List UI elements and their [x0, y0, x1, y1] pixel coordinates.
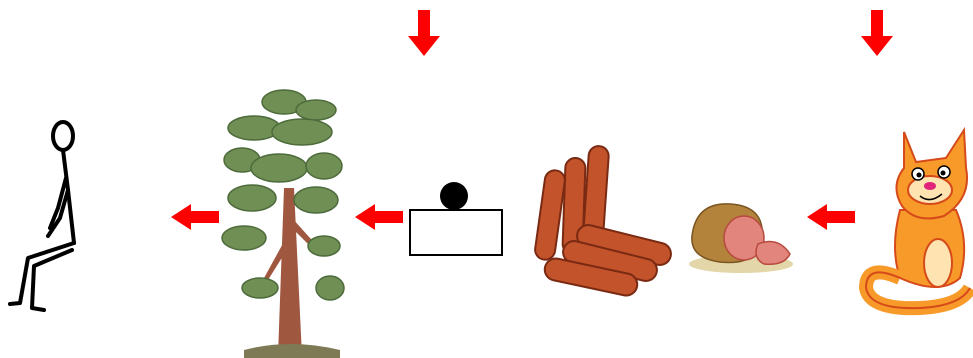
seated-stick-figure-icon [8, 118, 88, 318]
sausages-icon [536, 142, 676, 292]
ball-on-box-icon [409, 180, 505, 260]
arrow-down-icon [408, 10, 440, 58]
arrow-down-icon [861, 10, 893, 58]
arrow-left-icon [807, 204, 855, 230]
cat-icon [860, 128, 973, 313]
tree-icon [224, 88, 340, 358]
arrow-left-icon [171, 204, 219, 230]
ham-icon [686, 196, 796, 276]
arrow-left-icon [355, 204, 403, 230]
